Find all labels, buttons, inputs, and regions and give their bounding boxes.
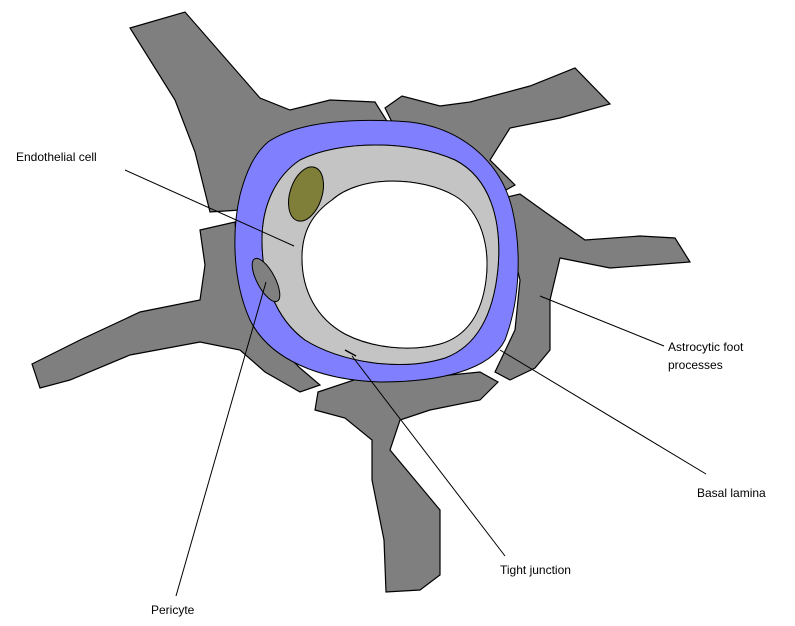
astrocyte-bottom [315, 372, 498, 592]
label-astrocytic-foot-processes-line1: Astrocytic foot [668, 340, 743, 354]
label-basal-lamina: Basal lamina [697, 486, 766, 500]
label-pericyte: Pericyte [151, 603, 194, 617]
vessel-lumen [302, 181, 487, 348]
label-tight-junction: Tight junction [500, 563, 571, 577]
label-endothelial-cell: Endothelial cell [16, 150, 97, 164]
leader-astrocytic [540, 296, 664, 346]
label-astrocytic-foot-processes-line2: processes [668, 358, 723, 372]
astrocyte-right [495, 194, 690, 380]
